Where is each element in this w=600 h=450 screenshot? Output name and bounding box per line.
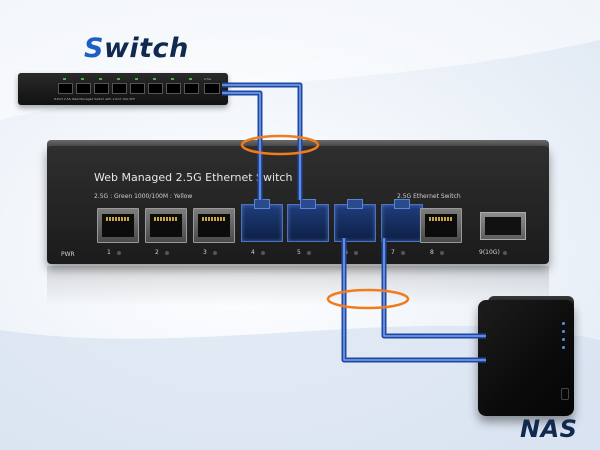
- port-label: 2: [155, 249, 159, 256]
- port-label: 7: [391, 249, 395, 256]
- series-label: 2.5G Ethernet Switch: [397, 193, 461, 200]
- mini-port: [76, 83, 91, 94]
- port-led: [117, 251, 121, 255]
- mini-port-led: [117, 78, 120, 80]
- port-led: [213, 251, 217, 255]
- mini-port: [130, 83, 145, 94]
- mini-sfp-port: [204, 83, 220, 94]
- port-led: [354, 251, 358, 255]
- port-led: [307, 251, 311, 255]
- port-led: [401, 251, 405, 255]
- mini-port-led: [135, 78, 138, 80]
- nas-cable-b: [381, 238, 486, 339]
- link-aggregation-ring-bottom: [326, 288, 410, 310]
- mini-port: [148, 83, 163, 94]
- port-label: 8: [430, 249, 434, 256]
- mini-port-led: [81, 78, 84, 80]
- nas-led: [562, 322, 565, 325]
- port-led: [165, 251, 169, 255]
- mini-port: [184, 83, 199, 94]
- sfp-port: [480, 212, 526, 240]
- port-led: [440, 251, 444, 255]
- sfp-port-label: 9(10G): [479, 249, 500, 256]
- uplink-cable-a: [222, 90, 263, 200]
- port-8: [420, 208, 462, 243]
- port-3: [193, 208, 235, 243]
- port-7-plugged: [381, 199, 423, 242]
- mini-port: [166, 83, 181, 94]
- port-label: 3: [203, 249, 207, 256]
- mini-port-led: [63, 78, 66, 80]
- port-label: 4: [251, 249, 255, 256]
- pwr-label: PWR: [61, 251, 75, 258]
- uplink-cable-b: [222, 82, 303, 200]
- mini-port: [112, 83, 127, 94]
- port-4-plugged: [241, 199, 283, 242]
- port-label: 5: [297, 249, 301, 256]
- mini-port: [58, 83, 73, 94]
- switch-reflection: [47, 266, 549, 306]
- port-5-plugged: [287, 199, 329, 242]
- nas-device: [478, 300, 574, 416]
- nas-led: [562, 330, 565, 333]
- nas-led: [562, 338, 565, 341]
- nas-power-button: [561, 388, 569, 400]
- mini-switch-badge: 2.5G: [204, 77, 212, 81]
- link-aggregation-ring-top: [240, 134, 320, 156]
- mini-port-led: [99, 78, 102, 80]
- port-led: [261, 251, 265, 255]
- port-6-plugged: [334, 199, 376, 242]
- mini-port-led: [153, 78, 156, 80]
- port-1: [97, 208, 139, 243]
- speed-legend: 2.5G : Green 1000/100M : Yellow: [94, 193, 193, 200]
- small-switch-device: 8-Port 2.5G Web Managed Switch with 1-Po…: [18, 73, 228, 105]
- nas-led: [562, 346, 565, 349]
- mini-port-led: [171, 78, 174, 80]
- nas-heading: NAS: [520, 415, 578, 443]
- mini-switch-caption: 8-Port 2.5G Web Managed Switch with 1-Po…: [54, 97, 135, 101]
- switch-heading: Switch: [84, 33, 189, 64]
- product-name: Web Managed 2.5G Ethernet Switch: [94, 171, 293, 184]
- mini-port-led: [189, 78, 192, 80]
- port-label: 1: [107, 249, 111, 256]
- mini-port: [94, 83, 109, 94]
- port-2: [145, 208, 187, 243]
- nas-cable-a: [341, 238, 486, 363]
- sfp-port-led: [503, 251, 507, 255]
